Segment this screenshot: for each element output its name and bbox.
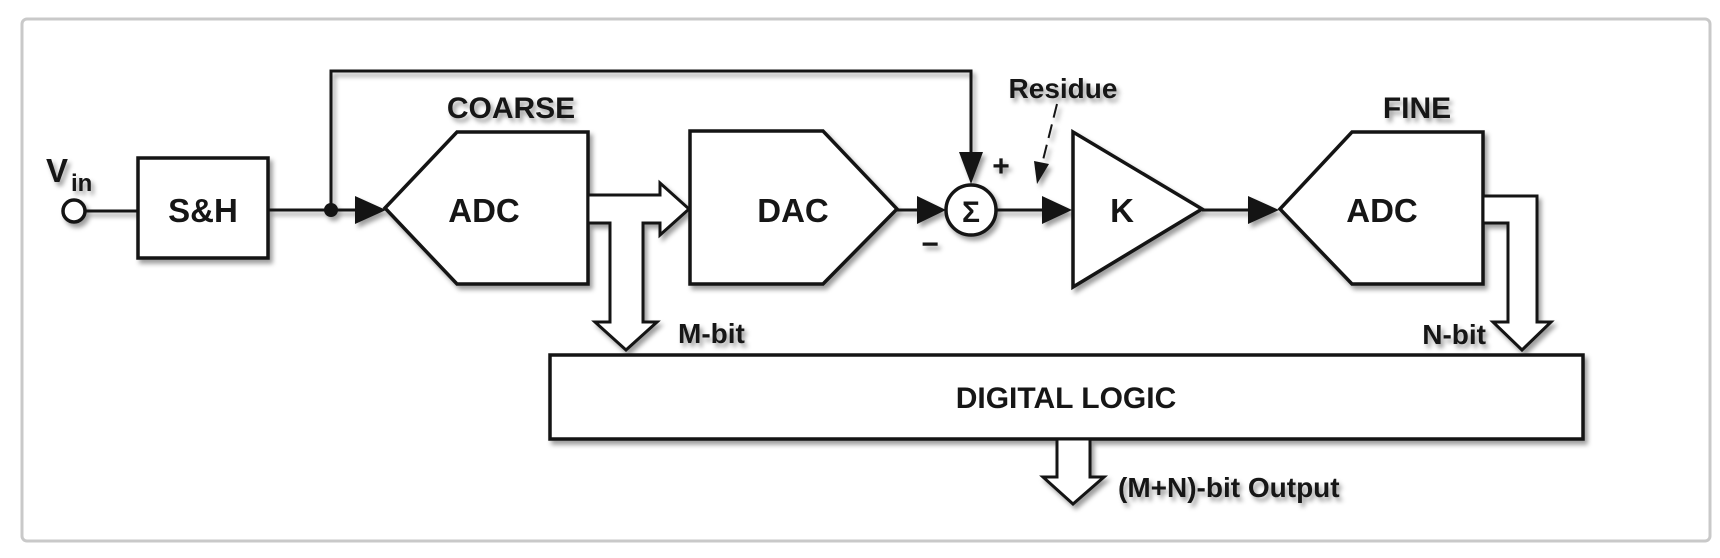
vin-input-terminal bbox=[61, 198, 87, 224]
arrowhead-into-gain bbox=[1042, 196, 1072, 224]
digital-logic-label: DIGITAL LOGIC bbox=[956, 382, 1177, 415]
arrowhead-into-summer-top bbox=[959, 152, 983, 184]
coarse-adc-label: ADC bbox=[448, 192, 520, 229]
output-label: (M+N)-bit Output bbox=[1118, 472, 1340, 503]
residue-pointer-arrowhead bbox=[1034, 161, 1049, 184]
branch-dot bbox=[324, 203, 338, 217]
n-bit-label: N-bit bbox=[1422, 319, 1486, 350]
diagram-frame bbox=[20, 17, 1712, 543]
feedforward-line-sh-to-summer bbox=[329, 69, 973, 210]
coarse-label: COARSE bbox=[447, 92, 575, 125]
sample-hold-label: S&H bbox=[168, 192, 238, 229]
sample-hold-block bbox=[136, 156, 270, 260]
vin-label: V bbox=[46, 152, 68, 189]
n-bit-bus-arrow bbox=[1481, 194, 1555, 353]
arrowhead-into-fine-adc bbox=[1248, 196, 1279, 224]
m-bit-bus-arrow bbox=[586, 179, 692, 353]
residue-label: Residue bbox=[1009, 73, 1118, 104]
fine-adc-label: ADC bbox=[1346, 192, 1418, 229]
arrowhead-into-coarse-adc bbox=[355, 196, 386, 224]
minus-sign-label: − bbox=[921, 228, 939, 261]
output-bus-arrow bbox=[1039, 437, 1109, 507]
arrowhead-into-summer-left bbox=[917, 196, 946, 224]
vin-subscript-label: in bbox=[71, 170, 92, 197]
fine-label: FINE bbox=[1383, 92, 1451, 125]
residue-pointer-line bbox=[1040, 103, 1058, 169]
sigma-label: Σ bbox=[962, 196, 980, 229]
digital-logic-block bbox=[548, 353, 1585, 441]
dac-label: DAC bbox=[757, 192, 829, 229]
summing-junction bbox=[944, 183, 998, 237]
plus-sign-label: + bbox=[992, 150, 1010, 183]
m-bit-label: M-bit bbox=[678, 318, 745, 349]
gain-label: K bbox=[1110, 192, 1134, 229]
dac-block bbox=[688, 129, 900, 286]
gain-amplifier-block bbox=[1071, 128, 1206, 291]
